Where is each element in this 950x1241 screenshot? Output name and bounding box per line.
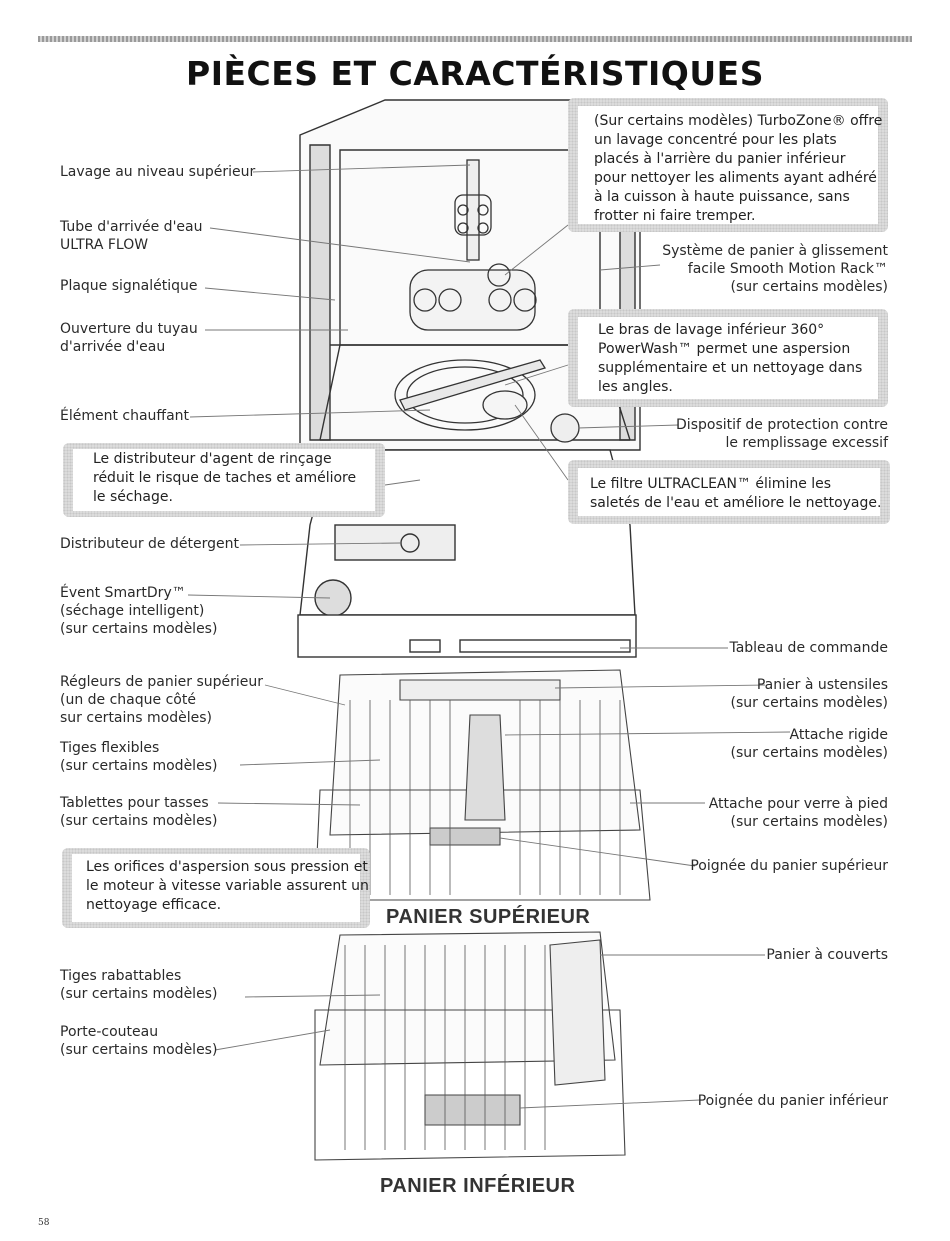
label-line: facile Smooth Motion Rack™ xyxy=(687,261,888,277)
label-line: (sur certains modèles) xyxy=(60,1042,218,1058)
callout-line: saletés de l'eau et améliore le nettoyag… xyxy=(590,495,882,511)
label-line: Poignée du panier supérieur xyxy=(690,858,888,874)
label-line: Lavage au niveau supérieur xyxy=(60,164,256,180)
label-rack-adjusters: Régleurs de panier supérieur (un de chaq… xyxy=(60,673,263,727)
callout-line: le moteur à vitesse variable assurent un xyxy=(86,878,369,894)
callout-line: frotter ni faire tremper. xyxy=(594,208,756,224)
label-heating-element: Élément chauffant xyxy=(60,407,189,425)
label-line: Tiges rabattables xyxy=(60,968,182,984)
callout-ultraclean: Le filtre ULTRACLEAN™ élimine les saleté… xyxy=(568,460,890,524)
label-line: Régleurs de panier supérieur xyxy=(60,674,264,690)
label-flexible-tines: Tiges flexibles (sur certains modèles) xyxy=(60,739,217,775)
callout-line: pour nettoyer les aliments ayant adhéré xyxy=(594,170,877,186)
lower-rack-tines xyxy=(344,945,546,1150)
label-line: Tiges flexibles xyxy=(60,740,160,756)
label-line: Système de panier à glissement xyxy=(662,243,888,259)
label-fold-down-tines: Tiges rabattables (sur certains modèles) xyxy=(60,967,217,1003)
callout-line: supplémentaire et un nettoyage dans xyxy=(598,360,863,376)
upper-rack-art xyxy=(314,669,651,901)
callout-line: le séchage. xyxy=(93,489,173,505)
label-stemware-clip: Attache pour verre à pied (sur certains … xyxy=(709,795,888,831)
callout-line: Le filtre ULTRACLEAN™ élimine les xyxy=(590,476,832,492)
callout-line: nettoyage efficace. xyxy=(86,897,222,913)
label-line: (sur certains modèles) xyxy=(60,621,218,637)
label-line: Poignée du panier inférieur xyxy=(697,1093,888,1109)
section-lower-rack: PANIER INFÉRIEUR xyxy=(380,1175,576,1197)
callout-line: un lavage concentré pour les plats xyxy=(594,132,837,148)
label-line: (un de chaque côté xyxy=(60,692,196,708)
label-line: Tube d'arrivée d'eau xyxy=(60,219,203,235)
label-line: ULTRA FLOW xyxy=(60,237,149,253)
label-inlet-opening: Ouverture du tuyau d'arrivée d'eau xyxy=(60,320,198,356)
label-overfill: Dispositif de protection contre le rempl… xyxy=(676,416,888,452)
label-line: d'arrivée d'eau xyxy=(60,339,166,355)
label-detergent: Distributeur de détergent xyxy=(60,535,239,553)
callout-line: réduit le risque de taches et améliore xyxy=(93,470,357,486)
label-rigid-clip: Attache rigide (sur certains modèles) xyxy=(731,726,888,762)
page-number: 58 xyxy=(38,1218,50,1228)
label-line: Ouverture du tuyau xyxy=(60,321,198,337)
label-line: (sur certains modèles) xyxy=(60,758,218,774)
label-line: Tableau de commande xyxy=(729,640,888,656)
label-upper-rack-handle: Poignée du panier supérieur xyxy=(690,857,888,875)
label-smooth-rack: Système de panier à glissement facile Sm… xyxy=(662,242,888,296)
label-utensil-basket: Panier à ustensiles (sur certains modèle… xyxy=(731,676,888,712)
callout-line: Le distributeur d'agent de rinçage xyxy=(93,451,332,467)
label-line: sur certains modèles) xyxy=(60,710,212,726)
label-line: (séchage intelligent) xyxy=(60,603,205,619)
label-line: Porte-couteau xyxy=(60,1024,159,1040)
label-line: Distributeur de détergent xyxy=(60,536,239,552)
label-line: (sur certains modèles) xyxy=(730,695,888,711)
callout-turbozone: (Sur certains modèles) TurboZone® offre … xyxy=(568,98,888,232)
label-cup-shelves: Tablettes pour tasses (sur certains modè… xyxy=(60,794,217,830)
spray-tube xyxy=(409,159,537,331)
callout-spray-orifices: Les orifices d'aspersion sous pression e… xyxy=(62,848,370,928)
label-lower-rack-handle: Poignée du panier inférieur xyxy=(698,1092,888,1110)
label-rating-plate: Plaque signalétique xyxy=(60,277,198,295)
leader-lines xyxy=(187,164,791,1109)
label-line: Élément chauffant xyxy=(60,408,190,424)
callout-line: Le bras de lavage inférieur 360° xyxy=(598,322,825,338)
upper-rack-tines xyxy=(349,700,621,895)
label-line: (sur certains modèles) xyxy=(60,813,218,829)
label-line: Panier à ustensiles xyxy=(756,677,888,693)
label-smartdry: Évent SmartDry™ (séchage intelligent) (s… xyxy=(60,584,217,638)
label-line: (sur certains modèles) xyxy=(730,279,888,295)
callout-line: à la cuisson à haute puissance, sans xyxy=(594,189,850,205)
label-top-wash: Lavage au niveau supérieur xyxy=(60,163,255,181)
label-cutlery-basket: Panier à couverts xyxy=(766,946,888,964)
callout-line: les angles. xyxy=(598,379,673,395)
label-line: Évent SmartDry™ xyxy=(60,585,186,601)
label-knife-holder: Porte-couteau (sur certains modèles) xyxy=(60,1023,217,1059)
callout-powerwash: Le bras de lavage inférieur 360° PowerWa… xyxy=(568,309,888,407)
label-line: Dispositif de protection contre xyxy=(676,417,888,433)
label-line: Tablettes pour tasses xyxy=(60,795,209,811)
label-line: (sur certains modèles) xyxy=(60,986,218,1002)
callout-line: Les orifices d'aspersion sous pression e… xyxy=(86,859,368,875)
label-line: Attache rigide xyxy=(789,727,888,743)
label-line: (sur certains modèles) xyxy=(730,745,888,761)
label-line: Attache pour verre à pied xyxy=(708,796,888,812)
callout-line: placés à l'arrière du panier inférieur xyxy=(594,151,846,167)
callout-rinse-aid: Le distributeur d'agent de rinçage rédui… xyxy=(63,443,385,517)
section-upper-rack: PANIER SUPÉRIEUR xyxy=(386,906,591,928)
callout-line: (Sur certains modèles) TurboZone® offre xyxy=(594,113,883,129)
label-line: Plaque signalétique xyxy=(60,278,198,294)
callout-line: PowerWash™ permet une aspersion xyxy=(598,341,851,357)
label-line: (sur certains modèles) xyxy=(730,814,888,830)
label-line: le remplissage excessif xyxy=(725,435,888,451)
top-rule xyxy=(38,36,912,42)
lower-rack-art xyxy=(314,931,626,1161)
label-control-panel: Tableau de commande xyxy=(729,639,888,657)
label-line: Panier à couverts xyxy=(766,947,888,963)
label-water-tube: Tube d'arrivée d'eau ULTRA FLOW xyxy=(60,218,202,254)
page-title: PIÈCES ET CARACTÉRISTIQUES xyxy=(186,54,764,93)
lower-spray-arm xyxy=(394,359,580,443)
